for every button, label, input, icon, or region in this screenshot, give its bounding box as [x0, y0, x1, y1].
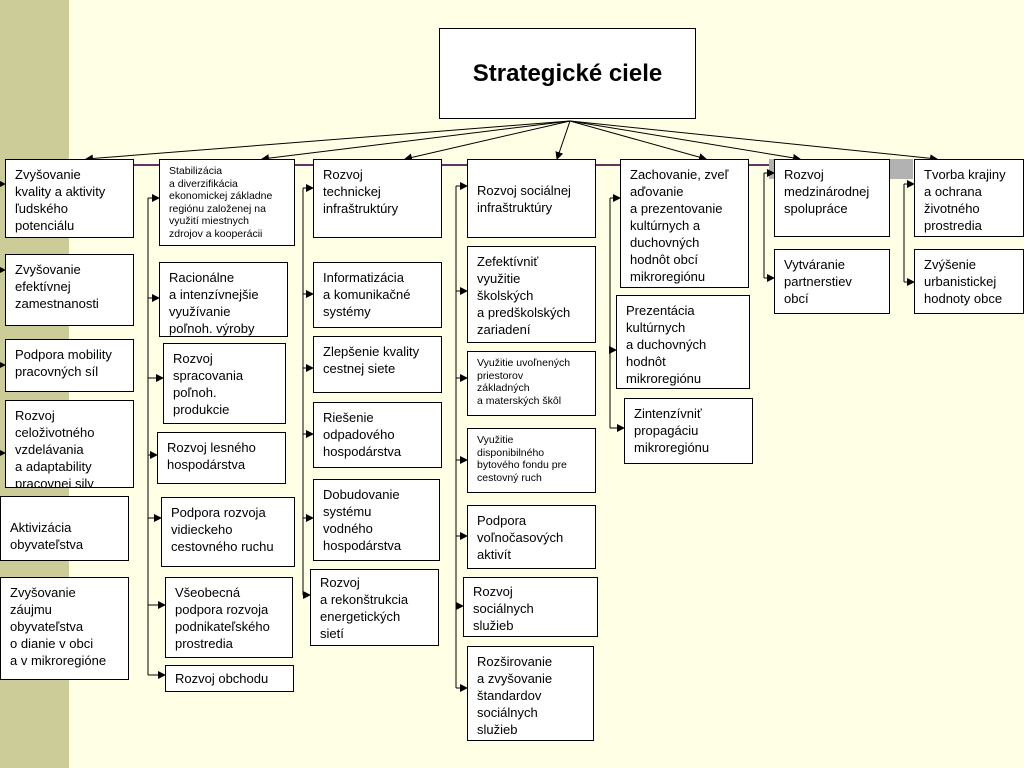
sub-goal-cultural-presentation: Prezentácia kultúrnych a duchovných hodn…: [616, 295, 750, 389]
sub-goal-agriculture: Racionálne a intenzívnejšie využívanie p…: [159, 262, 288, 337]
sub-goal-lifelong-learning: Rozvoj celoživotného vzdelávania a adapt…: [5, 400, 134, 488]
strategic-goals-title: Strategické ciele: [439, 28, 696, 119]
sub-goal-forestry: Rozvoj lesného hospodárstva: [157, 432, 286, 484]
sub-goal-leisure: Podpora voľnočasových aktivít: [467, 505, 596, 569]
sub-goal-public-interest: Zvyšovanie záujmu obyvateľstva o dianie …: [0, 577, 129, 680]
sub-goal-social-standards: Rozširovanie a zvyšovanie štandardov soc…: [467, 646, 594, 741]
sub-goal-employment: Zvyšovanie efektívnej zamestnanosti: [5, 254, 134, 326]
goal-header-human-potential: Zvyšovanie kvality a aktivity ľudského p…: [5, 159, 134, 238]
sub-goal-rural-tourism: Podpora rozvoja vidieckeho cestovného ru…: [161, 497, 295, 567]
sub-goal-social-services: Rozvoj sociálnych služieb: [463, 577, 598, 637]
sub-goal-informatization: Informatizácia a komunikačné systémy: [313, 262, 442, 328]
goal-header-social-infrastructure: Rozvoj sociálnej infraštruktúry: [467, 159, 596, 238]
goal-header-technical-infrastructure: Rozvoj technickej infraštruktúry: [313, 159, 442, 238]
sub-goal-partnerships: Vytváranie partnerstiev obcí: [774, 249, 890, 314]
sub-goal-schools: Zefektívniť využitie školských a predško…: [467, 246, 596, 343]
sub-goal-activation: Aktivizácia obyvateľstva: [0, 496, 129, 561]
sub-goal-housing-for-tourism: Využitie disponibilného bytového fondu p…: [467, 428, 596, 493]
goal-header-cultural-heritage: Zachovanie, zveľ aďovanie a prezentovani…: [620, 159, 749, 288]
sub-goal-waste-management: Riešenie odpadového hospodárstva: [313, 402, 442, 468]
sub-goal-road-network: Zlepšenie kvality cestnej siete: [313, 336, 442, 393]
sub-goal-energy-networks: Rozvoj a rekonštrukcia energetických sie…: [310, 569, 439, 646]
sub-goal-agri-processing: Rozvoj spracovania poľnoh. produkcie: [163, 343, 286, 424]
sub-goal-urbanistic-value: Zvýšenie urbanistickej hodnoty obce: [914, 249, 1024, 314]
goal-header-environment: Tvorba krajiny a ochrana životného prost…: [914, 159, 1024, 237]
sub-goal-business-environment: Všeobecná podpora rozvoja podnikateľskéh…: [165, 577, 293, 658]
sub-goal-promotion: Zintenzívniť propagáciu mikroregiónu: [624, 398, 753, 464]
goal-header-international-cooperation: Rozvoj medzinárodnej spolupráce: [774, 159, 890, 237]
sub-goal-labour-mobility: Podpora mobility pracovných síl: [5, 339, 134, 392]
sub-goal-trade: Rozvoj obchodu: [165, 665, 294, 692]
goal-header-economic-base: Stabilizácia a diverzifikácia ekonomicke…: [159, 159, 295, 246]
sub-goal-vacant-school-spaces: Využitie uvoľnených priestorov základnýc…: [467, 351, 596, 416]
sub-goal-water-management: Dobudovanie systému vodného hospodárstva: [313, 479, 440, 561]
